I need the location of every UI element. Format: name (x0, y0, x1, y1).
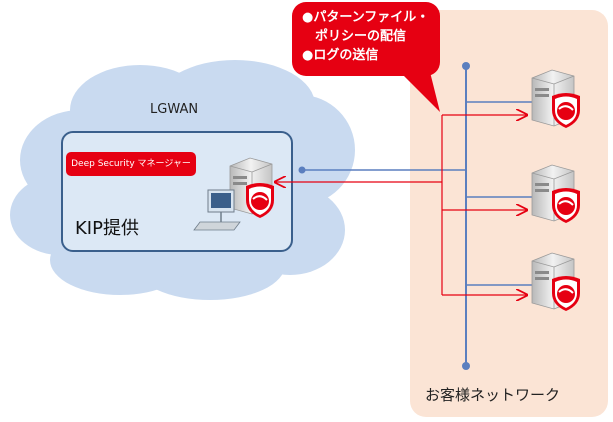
kip-label: KIP提供 (75, 218, 139, 239)
lgwan-label: LGWAN (150, 102, 199, 117)
kip-link-node (298, 166, 306, 174)
client-shield-3-icon (552, 276, 580, 311)
client-shield-2-icon (552, 188, 580, 223)
backbone-bottom-node (462, 362, 470, 370)
deep-security-manager-label: Deep Security マネージャー (66, 152, 196, 176)
backbone-top-node (462, 62, 470, 70)
callout-line-3: ●ログの送信 (302, 48, 379, 63)
client-shield-1-icon (552, 93, 580, 128)
desktop-computer-icon (193, 189, 241, 231)
callout-bubble (292, 2, 440, 112)
customer-network-label: お客様ネットワーク (425, 386, 561, 404)
callout-line-1: ●パターンファイル・ (302, 10, 430, 25)
callout-line-2: ポリシーの配信 (315, 29, 407, 44)
callout-text: ●パターンファイル・ ポリシーの配信 ●ログの送信 (302, 8, 440, 65)
manager-shield-icon (246, 183, 274, 218)
